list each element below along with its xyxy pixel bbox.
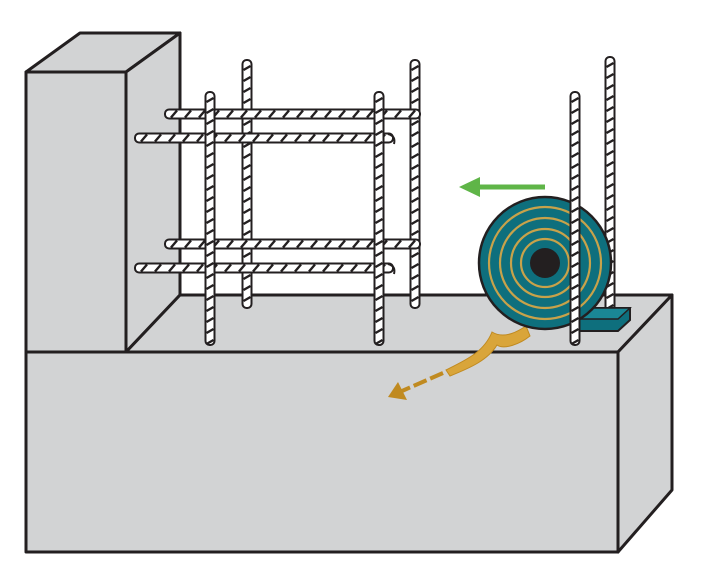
back-wall-front-face (24, 70, 128, 354)
rebar-hook (387, 133, 396, 145)
slab-front-face (24, 350, 620, 554)
roll-layer (498, 216, 592, 310)
slab-side-face (616, 293, 674, 554)
rebar-vertical (204, 91, 216, 346)
waterstop-strip-unrolled (445, 325, 531, 377)
rebar-horizontal (134, 262, 394, 274)
rebar-horizontal (164, 238, 421, 250)
roll-layer (487, 205, 603, 321)
rebar-horizontal (134, 132, 394, 144)
rebar-cage-rear (164, 59, 421, 309)
arrow-left-icon (459, 177, 545, 197)
rebar-front-of-roll (569, 91, 581, 346)
arrow-down-left-icon (388, 371, 444, 400)
rebar-vertical (409, 59, 421, 309)
roll-core (530, 248, 560, 278)
rebar-vertical (569, 91, 581, 346)
rebar-vertical (373, 91, 385, 346)
rebar-cage-front (134, 91, 396, 346)
roll-spiral (487, 205, 603, 321)
roll-layer (519, 237, 571, 289)
rebar-hook (387, 263, 396, 275)
waterstop-roll (477, 195, 613, 331)
